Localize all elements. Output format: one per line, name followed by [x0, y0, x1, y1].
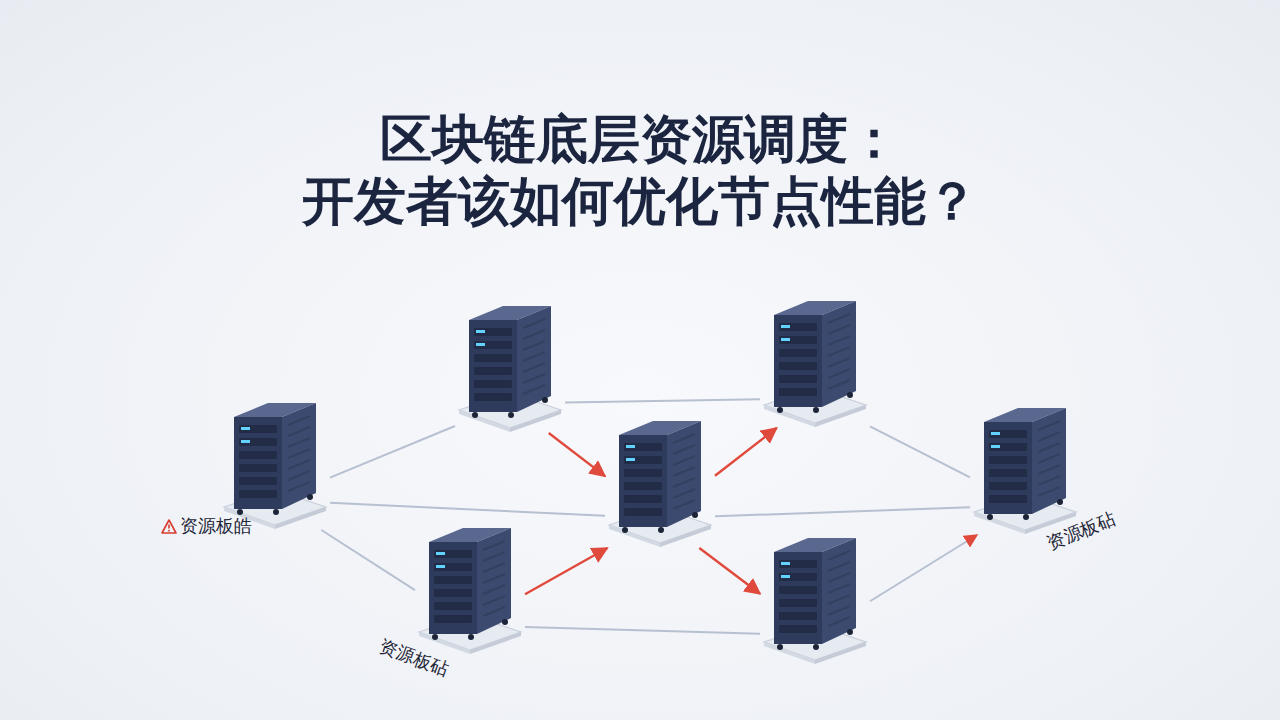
server-node: 资源板砧 [415, 520, 525, 655]
resource-label: 资源板皓 [180, 514, 252, 538]
scheduling-arrow [715, 428, 777, 476]
warning-icon [161, 519, 177, 534]
network-link [321, 530, 415, 590]
network-link [330, 426, 455, 478]
server-node [760, 530, 870, 665]
server-node: 资源板砧 [970, 400, 1080, 535]
network-link [715, 507, 970, 516]
title: 区块链底层资源调度： 开发者该如何优化节点性能？ [90, 108, 1190, 232]
network-link [565, 399, 760, 402]
server-icon [220, 395, 330, 530]
network-link [870, 426, 970, 477]
server-node: 资源板皓 [220, 395, 330, 530]
scheduling-arrow [549, 433, 605, 476]
server-icon [605, 413, 715, 548]
scheduling-arrow [699, 548, 760, 594]
server-node [760, 293, 870, 428]
server-icon [760, 293, 870, 428]
node-label: 资源板皓 [158, 513, 255, 539]
network-link [525, 627, 760, 634]
server-icon [415, 520, 525, 655]
server-icon [970, 400, 1080, 535]
server-node [455, 298, 565, 433]
server-icon [455, 298, 565, 433]
server-node [605, 413, 715, 548]
server-icon [760, 530, 870, 665]
network-link [330, 503, 605, 516]
network-link [870, 535, 977, 601]
scheduling-arrow [525, 548, 607, 594]
